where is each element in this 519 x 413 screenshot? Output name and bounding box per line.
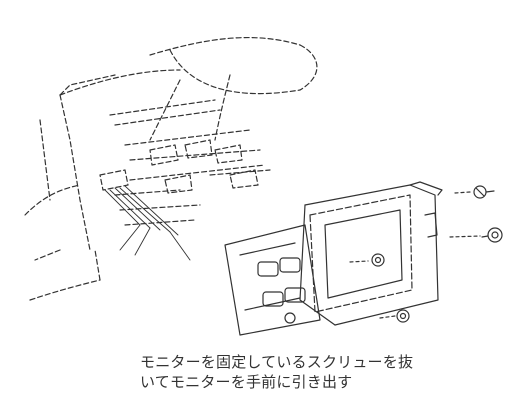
screw-top-right [454, 185, 495, 199]
screw-center [349, 253, 385, 267]
caption: モニターを固定しているスクリューを抜 いてモニターを手前に引き出す [140, 352, 480, 392]
screw-bottom [379, 309, 410, 323]
installation-diagram [24, 37, 503, 336]
monitor-unit [224, 181, 443, 336]
dashboard-interior [24, 37, 318, 301]
screws [349, 185, 503, 323]
screw-right [449, 227, 503, 243]
caption-line-1: モニターを固定しているスクリューを抜 [140, 353, 414, 371]
wire-harness [104, 185, 191, 261]
caption-line-2: いてモニターを手前に引き出す [140, 373, 353, 391]
